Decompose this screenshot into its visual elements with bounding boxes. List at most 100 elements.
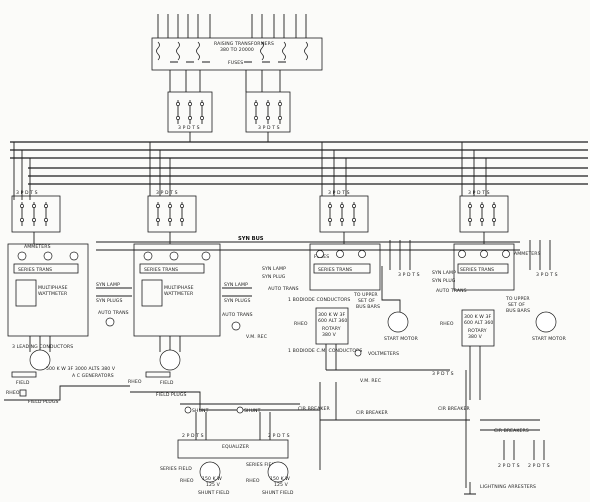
spdt-rotary-left: 3 P D T S (398, 272, 420, 278)
series-trans-rotary-right: SERIES TRANS (460, 267, 494, 273)
upper-bus-right-2: SET OF (508, 302, 525, 308)
lightning-arresters: LIGHTNING ARRESTERS (480, 484, 536, 490)
wattmeter-left: WATTMETER (38, 291, 68, 297)
shunt-field-left: SHUNT FIELD (198, 490, 230, 496)
generators-caption: 500 K W 3F 3000 ALTS 380 V (46, 366, 116, 372)
syn-plugs-center: SYN PLUGS (224, 298, 250, 304)
rheo-bottom-right: RHEO (246, 478, 260, 484)
upper-bus-right-3: BUS BARS (506, 308, 530, 314)
conductors-b: 1 BODIODE C.M. CONDUCTORS (288, 348, 362, 354)
syn-plugs-left: SYN PLUGS (96, 298, 122, 304)
auto-trans-left: AUTO TRANS (98, 310, 129, 316)
series-trans-left: SERIES TRANS (18, 267, 52, 273)
shunt-label-2: SHUNT (244, 408, 261, 414)
dc-section: 2 P D T S 2 P D T S SHUNT SHUNT EQUALIZE… (160, 370, 550, 496)
spdt-rotary-right-b: 3 P D T S (432, 371, 454, 377)
transformer-ratio: 380 TO 20000 (220, 47, 254, 53)
raising-transformers: RAISING TRANSFORMERS 380 TO 20000 FUSES (151, 14, 323, 92)
top-switches: 3 P D T S 3 P D T S (167, 91, 291, 142)
fuses-label-top: FUSES (228, 60, 243, 66)
start-motor-left: START MOTOR (384, 336, 419, 342)
rotary-left: ROTARY (322, 326, 341, 332)
series-trans-center: SERIES TRANS (144, 267, 178, 273)
start-motor-right: START MOTOR (532, 336, 567, 342)
syn-bus: SYN BUS (96, 236, 520, 251)
gen-left-rating: 150 K W (202, 476, 222, 482)
conductors-a: 1 BODIODE CONDUCTORS (288, 297, 350, 303)
upper-bus-left-2: SET OF (358, 298, 375, 304)
rheo-rotary-left: RHEO (294, 321, 308, 327)
gen-left-volts: 125 V (206, 482, 221, 488)
generators-caption-2: A C GENERATORS (72, 373, 114, 379)
switch-label-4: 3 P D T S (156, 190, 178, 196)
rating-rotary-right: 300 K W 3F (464, 314, 492, 320)
raising-transformers-label: RAISING TRANSFORMERS (214, 41, 274, 47)
gen-right-volts: 125 V (274, 482, 289, 488)
switch-label-5: 3 P D T S (328, 190, 350, 196)
field-plugs-left: FIELD PLUGS (28, 399, 59, 405)
field-left: FIELD (16, 380, 30, 386)
rheo-left: RHEO (6, 390, 20, 396)
auto-trans-rotary-left: AUTO TRANS (268, 286, 299, 292)
cir-breaker-rotary-left: CIR BREAKER (356, 410, 389, 416)
syn-plug-rotary-right: SYN PLUG (432, 278, 456, 284)
syn-plug-rotary-left: SYN PLUG (262, 274, 286, 280)
spdt-bottom-d: 2 P D T S (528, 463, 550, 469)
spdt-bottom-a: 2 P D T S (182, 433, 204, 439)
field-plugs-center: FIELD PLUGS (156, 392, 187, 398)
left-rotary-panel: FUSES SERIES TRANS SYN LAMP SYN PLUG AUT… (262, 240, 470, 470)
cir-breaker-rotary-right: CIR BREAKER (438, 406, 471, 412)
syn-lamp-rotary-left: SYN LAMP (262, 266, 286, 272)
switch-label-6: 3 P D T S (468, 190, 490, 196)
voltmeters-label: VOLTMETERS (368, 351, 399, 357)
series-field-left: SERIES FIELD (160, 466, 192, 472)
upper-bus-right: TO UPPER (505, 296, 530, 302)
rheo-rotary-right: RHEO (440, 321, 454, 327)
ckt-br-bottom: CIR BREAKER (298, 406, 331, 412)
ammeters-label-left: AMMETERS (24, 244, 51, 250)
rating-rotary-left-2: 600 ALT 360 (318, 318, 347, 324)
upper-bus-left-3: BUS BARS (356, 304, 380, 310)
multiphase-left: MULTIPHASE (38, 285, 68, 291)
vm-rec-rotary: V.M. REC (360, 378, 381, 384)
switch-label-3: 3 P D T S (16, 190, 38, 196)
center-generator-panel: SERIES TRANS MULTIPHASE WATTMETER SYN LA… (46, 243, 320, 411)
series-field-right: SERIES FIELD (246, 462, 278, 468)
mid-switches: 3 P D T S 3 P D T S 3 P D T S 3 P D T S (11, 190, 509, 244)
syn-lamp-left: SYN LAMP (96, 282, 120, 288)
spdt-bottom-c: 2 P D T S (498, 463, 520, 469)
multiphase-center: MULTIPHASE (164, 285, 194, 291)
gen-right-rating: 150 K W (270, 476, 290, 482)
ammeters-label-right: AMMETERS (514, 251, 541, 257)
cir-breakers-label: CIR BREAKERS (494, 428, 529, 434)
shunt-label-1: SHUNT (192, 408, 209, 414)
series-trans-rotary-left: SERIES TRANS (318, 267, 352, 273)
left-generator-panel: AMMETERS SERIES TRANS MULTIPHASE WATTMET… (4, 243, 132, 405)
wattmeter-center: WATTMETER (164, 291, 194, 297)
rating-rotary-right-2: 600 ALT 360 (464, 320, 493, 326)
field-center: FIELD (160, 380, 174, 386)
auto-trans-center: AUTO TRANS (222, 312, 253, 318)
vm-rec-center: V.M. REC (246, 334, 267, 340)
syn-lamp-center: SYN LAMP (224, 282, 248, 288)
auto-trans-rotary-right: AUTO TRANS (436, 288, 467, 294)
switch-label-1: 3 P D T S (178, 125, 200, 131)
syn-lamp-rotary-right: SYN LAMP (432, 270, 456, 276)
conductors-left: 3 LEADING CONDUCTORS (12, 344, 73, 350)
rating-rotary-left: 300 K W 3F (318, 312, 346, 318)
rotary-right-volts: 380 V (468, 334, 483, 340)
syn-bus-label: SYN BUS (238, 236, 264, 242)
shunt-field-right: SHUNT FIELD (262, 490, 294, 496)
equalizer-label: EQUALIZER (222, 444, 250, 450)
rheo-bottom-left: RHEO (180, 478, 194, 484)
right-rotary-panel: AMMETERS SERIES TRANS SYN LAMP SYN PLUG … (432, 240, 567, 412)
switch-label-2: 3 P D T S (258, 125, 280, 131)
spdt-rotary-right: 3 P D T S (536, 272, 558, 278)
spdt-bottom-b: 2 P D T S (268, 433, 290, 439)
bus-bars (10, 141, 588, 200)
rheo-center: RHEO (128, 379, 142, 385)
rotary-right: ROTARY (468, 328, 487, 334)
upper-bus-left: TO UPPER (353, 292, 378, 298)
